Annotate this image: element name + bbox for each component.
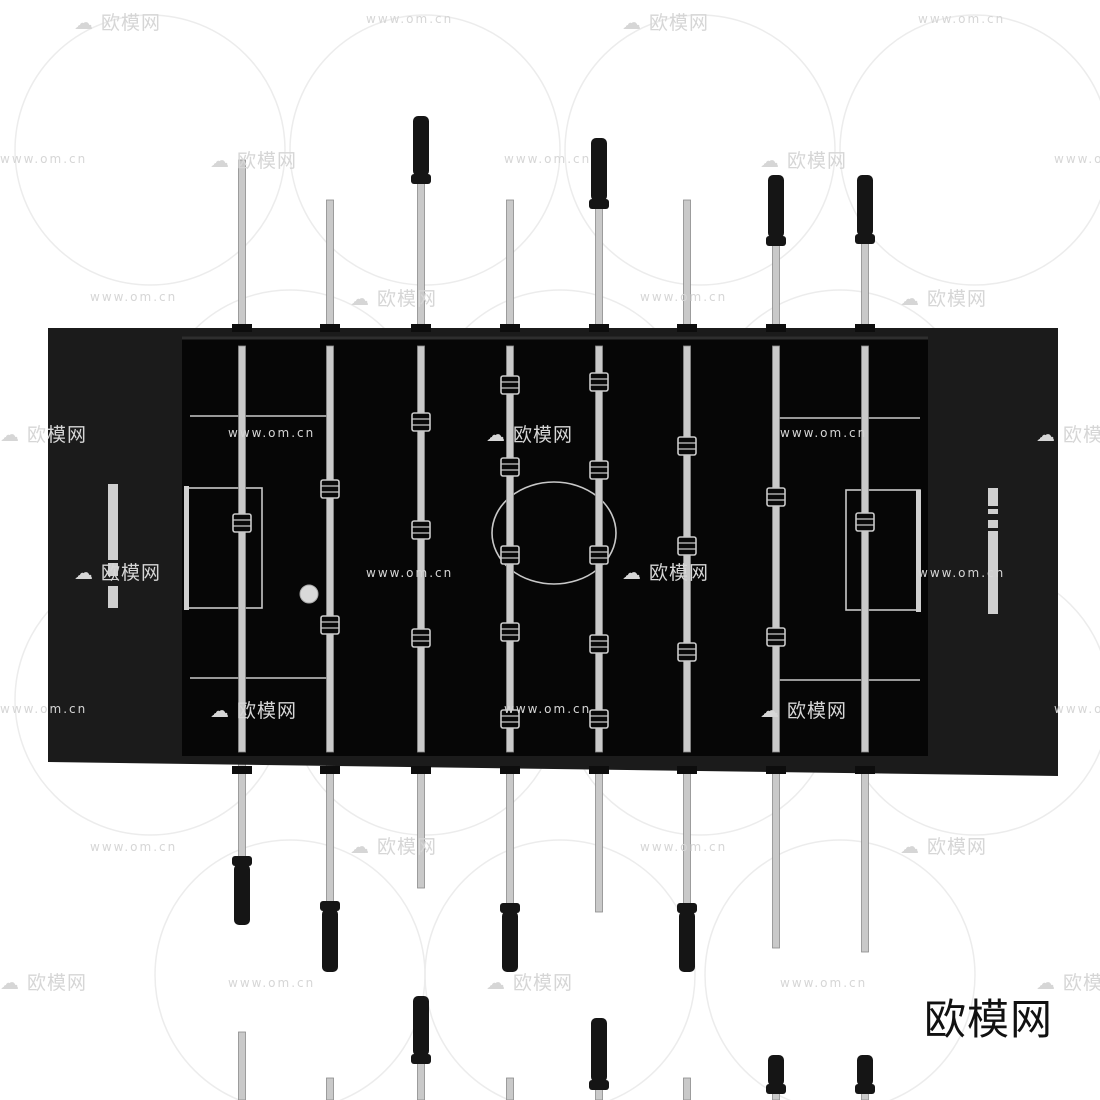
playfield xyxy=(182,338,928,756)
rod-6-bottom-handle xyxy=(677,903,697,972)
rod-5-top-handle xyxy=(589,138,609,209)
rod-7-field-segment xyxy=(772,345,780,753)
rod-4-player xyxy=(500,709,520,729)
rod-5-bearing-bottom xyxy=(589,766,609,774)
rod-7-bearing-top xyxy=(766,324,786,332)
brand-watermark-text: 欧模网 xyxy=(924,995,1054,1044)
cropped-table-rod-1 xyxy=(238,1031,246,1100)
rod-2-bottom-handle xyxy=(320,901,340,972)
rod-1-field-segment xyxy=(238,345,246,753)
rod-5-player xyxy=(589,545,609,565)
rod-3-field-segment xyxy=(417,345,425,753)
rods-foreground xyxy=(232,116,875,1094)
rod-3-player xyxy=(411,412,431,432)
rod-7-player xyxy=(766,487,786,507)
rod-2-player xyxy=(320,615,340,635)
rod-6-player xyxy=(677,436,697,456)
cropped-table-handle-8 xyxy=(855,1055,875,1094)
rod-2-bearing-top xyxy=(320,324,340,332)
rod-4-player xyxy=(500,375,520,395)
rod-7-bearing-bottom xyxy=(766,766,786,774)
rod-5-player xyxy=(589,460,609,480)
rod-6-top-segment xyxy=(683,199,691,341)
ball xyxy=(299,584,319,604)
rod-6-player xyxy=(677,536,697,556)
cropped-table-handle-3 xyxy=(411,996,431,1064)
rod-8-top-handle xyxy=(855,175,875,244)
rod-2-field-segment xyxy=(326,345,334,753)
rod-3-player xyxy=(411,520,431,540)
foosball-table xyxy=(48,328,1058,776)
rod-4-bearing-bottom xyxy=(500,766,520,774)
rod-3-top-handle xyxy=(411,116,431,184)
rod-6-player xyxy=(677,642,697,662)
score-counter-right xyxy=(986,488,1000,614)
rod-7-player xyxy=(766,627,786,647)
rod-5-bearing-top xyxy=(589,324,609,332)
rod-3-bottom-segment xyxy=(417,759,425,889)
rod-8-field-segment xyxy=(861,345,869,753)
rod-1-top-segment xyxy=(238,159,246,341)
cropped-table-handle-5 xyxy=(589,1018,609,1090)
rod-8-bearing-bottom xyxy=(855,766,875,774)
rod-8-bearing-top xyxy=(855,324,875,332)
rod-1-bearing-bottom xyxy=(232,766,252,774)
rod-6-bearing-top xyxy=(677,324,697,332)
rod-4-player xyxy=(500,545,520,565)
score-counter-left xyxy=(106,484,120,608)
rod-4-player xyxy=(500,622,520,642)
rod-5-bottom-segment xyxy=(595,759,603,913)
cropped-table-handle-7 xyxy=(766,1055,786,1094)
rod-3-bearing-top xyxy=(411,324,431,332)
rod-3-player xyxy=(411,628,431,648)
cropped-table-rod-6 xyxy=(683,1077,691,1100)
rod-2-top-segment xyxy=(326,199,334,341)
rod-4-top-segment xyxy=(506,199,514,341)
rod-5-player xyxy=(589,634,609,654)
rod-4-bottom-handle xyxy=(500,903,520,972)
rod-7-top-handle xyxy=(766,175,786,246)
goal-right xyxy=(916,490,921,612)
rod-1-player xyxy=(232,513,252,533)
cropped-table-rod-2 xyxy=(326,1077,334,1100)
rod-8-bottom-segment xyxy=(861,759,869,953)
cropped-table-rod-4 xyxy=(506,1077,514,1100)
rod-4-bearing-top xyxy=(500,324,520,332)
rod-2-bearing-bottom xyxy=(320,766,340,774)
rod-8-player xyxy=(855,512,875,532)
rod-5-player xyxy=(589,372,609,392)
rod-3-bearing-bottom xyxy=(411,766,431,774)
rod-1-bottom-handle xyxy=(232,856,252,925)
rod-1-bearing-top xyxy=(232,324,252,332)
rod-5-player xyxy=(589,709,609,729)
rod-4-player xyxy=(500,457,520,477)
rod-6-bearing-bottom xyxy=(677,766,697,774)
rod-2-player xyxy=(320,479,340,499)
goal-left xyxy=(184,486,189,610)
rod-7-bottom-segment xyxy=(772,759,780,949)
